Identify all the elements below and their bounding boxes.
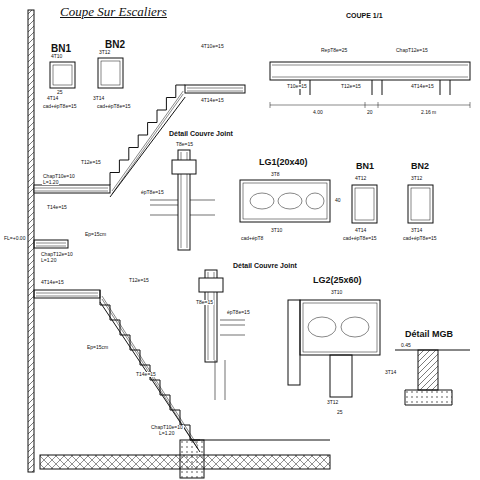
annotation: BN2 [104, 40, 126, 50]
annotation: épT8e=15 [140, 190, 165, 195]
annotation: ChapT12e=10 [40, 252, 74, 257]
annotation: 3T14 [92, 96, 105, 101]
annotation: BN1 [50, 44, 72, 54]
annotation: ChapT10e=10 [150, 425, 184, 430]
annotation: Détail MGB [404, 330, 454, 339]
annotation: T14e=15 [135, 372, 157, 377]
annotation: BN2 [410, 162, 430, 171]
annotation: 4T14 [46, 96, 59, 101]
annotation: T10e=15 [286, 84, 308, 89]
annotation: L=1.20 [42, 180, 59, 185]
annotation: épT8e=15 [226, 310, 251, 315]
annotation: 20 [366, 110, 374, 115]
annotation: 3T14 [410, 228, 423, 233]
annotation: ChapT12e=15 [395, 48, 429, 53]
annotation: T12e=15 [80, 160, 102, 165]
annotation: RepT8e=25 [320, 48, 348, 53]
annotation: T12e=15 [340, 84, 362, 89]
annotation: 0.45 [400, 343, 412, 348]
annotation: T14e=15 [46, 205, 68, 210]
annotation: L=1.20 [40, 258, 57, 263]
annotation: FL=+0.00 [3, 236, 26, 241]
annotation: 3T10 [270, 228, 283, 233]
annotation: Ep=15cm [86, 345, 109, 350]
annotation: Détail Couvre Joint [232, 262, 298, 269]
annotation: 3T12 [98, 50, 111, 55]
annotation: cad+épT8e=15 [402, 236, 438, 241]
annotation: 4T14e=15 [200, 98, 225, 103]
annotation: 3T12 [410, 176, 423, 181]
annotation: 3T10 [330, 290, 343, 295]
annotation: BN1 [355, 162, 375, 171]
annotation: cad+épT8e=15 [96, 104, 132, 109]
annotation: COUPE 1/1 [345, 12, 384, 19]
annotation: 4T14e=15 [410, 84, 435, 89]
annotation: 25 [336, 410, 344, 415]
annotation: cad+épT8e=15 [42, 104, 78, 109]
annotation: ChapT10e=10 [42, 174, 76, 179]
annotation: 3T14 [384, 370, 397, 375]
annotation: LG1(20x40) [258, 158, 309, 167]
annotation: T8e=15 [195, 300, 214, 305]
annotation: 4T14 [354, 228, 367, 233]
annotation: cad+épT8e=15 [342, 236, 378, 241]
annotation: 2.16 m [420, 110, 437, 115]
annotation: LG2(25x60) [312, 276, 363, 285]
annotation: Ep=15cm [84, 232, 107, 237]
annotation: 4T10e=15 [200, 44, 225, 49]
annotation: T12e=15 [128, 278, 150, 283]
annotation: 25 [56, 90, 64, 95]
annotation: cad+épT8 [240, 236, 264, 241]
annotation: 40 [334, 198, 342, 203]
annotation: T8e=15 [175, 142, 194, 147]
annotation: 3T12 [326, 400, 339, 405]
drawing-title: Coupe Sur Escaliers [60, 4, 167, 20]
annotation: 4T10 [50, 54, 63, 59]
annotation: 4T12 [354, 176, 367, 181]
annotation: 3T8 [270, 172, 281, 177]
annotation: 4.00 [312, 110, 324, 115]
annotation: L=1.20 [158, 431, 175, 436]
annotation: Détail Couvre Joint [168, 130, 234, 137]
annotation: 4T14e=15 [40, 280, 65, 285]
